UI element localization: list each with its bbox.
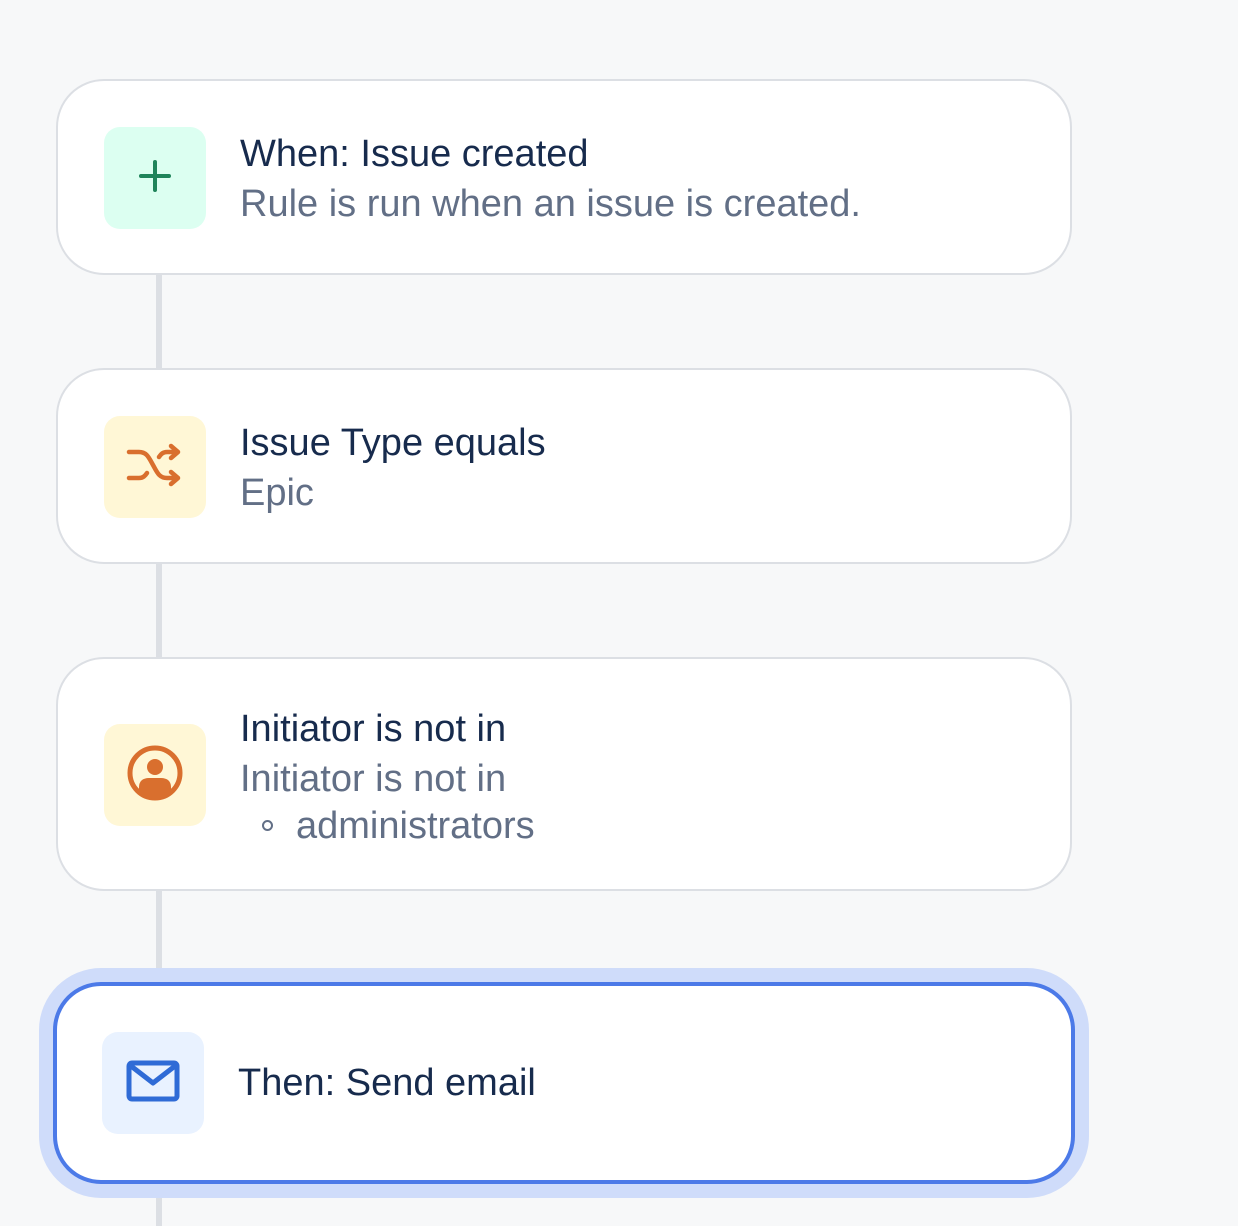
initiator-description: Initiator is not in bbox=[240, 758, 507, 800]
initiator-icon-box bbox=[104, 724, 206, 826]
user-avatar-icon bbox=[125, 743, 185, 808]
initiator-title: Initiator is not in bbox=[240, 708, 507, 750]
condition-card-initiator[interactable]: Initiator is not in Initiator is not in … bbox=[56, 657, 1072, 891]
action-icon-box bbox=[102, 1032, 204, 1134]
trigger-icon-box bbox=[104, 127, 206, 229]
action-card-send-email[interactable]: Then: Send email bbox=[53, 982, 1075, 1184]
bullet-circle-icon bbox=[262, 820, 273, 831]
shuffle-icon bbox=[125, 440, 185, 495]
connector-line bbox=[156, 562, 162, 658]
trigger-card-issue-created[interactable]: When: Issue created Rule is run when an … bbox=[56, 79, 1072, 275]
initiator-text: Initiator is not in Initiator is not in … bbox=[240, 704, 535, 848]
envelope-icon bbox=[126, 1060, 180, 1107]
initiator-group-administrators: administrators bbox=[296, 805, 535, 847]
condition-icon-box bbox=[104, 416, 206, 518]
connector-line bbox=[156, 890, 162, 970]
issue-type-text: Issue Type equals Epic bbox=[240, 418, 546, 518]
condition-card-issue-type[interactable]: Issue Type equals Epic bbox=[56, 368, 1072, 564]
connector-line bbox=[156, 274, 162, 370]
plus-icon bbox=[135, 156, 175, 201]
list-item: administrators bbox=[240, 804, 535, 848]
action-title: Then: Send email bbox=[238, 1062, 536, 1104]
trigger-text: When: Issue created Rule is run when an … bbox=[240, 129, 861, 229]
issue-type-title: Issue Type equals bbox=[240, 422, 546, 464]
trigger-title: When: Issue created bbox=[240, 133, 589, 175]
trigger-description: Rule is run when an issue is created. bbox=[240, 183, 861, 225]
connector-line bbox=[156, 1196, 162, 1226]
issue-type-value: Epic bbox=[240, 472, 314, 514]
action-text: Then: Send email bbox=[238, 1058, 536, 1108]
